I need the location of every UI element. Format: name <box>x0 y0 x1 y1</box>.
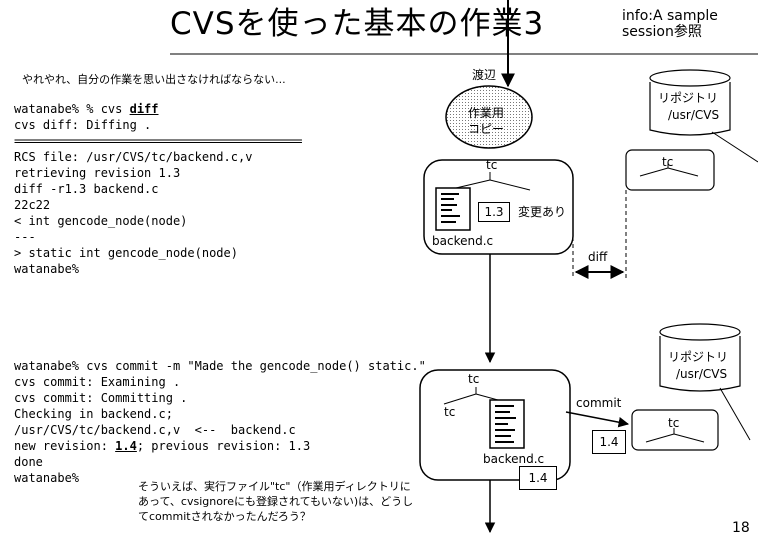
diff-line: < int gencode_node(node) <box>14 214 188 228</box>
info-line-1: info:A sample <box>622 8 718 24</box>
workcopy-label-2: コピー <box>468 122 505 136</box>
commit-revision-line: new revision: 1.4; previous revision: 1.… <box>14 438 310 454</box>
commit-line: watanabe% cvs commit -m "Made the gencod… <box>14 359 426 373</box>
question-line: あって、cvsignoreにも登録されてもいない)は、どうし <box>138 495 414 508</box>
tc-label-top: tc <box>486 158 498 172</box>
diff-line: retrieving revision 1.3 <box>14 166 181 180</box>
tc-branch-left-top <box>455 179 491 189</box>
repo-cylinder-top <box>649 82 731 136</box>
diff-label: diff <box>588 250 608 264</box>
diff-line: diff -r1.3 backend.c <box>14 182 159 196</box>
diff-command: diff <box>129 102 159 116</box>
tc-label-repo-bottom: tc <box>668 416 680 430</box>
tc-label-bottom-2: tc <box>444 405 456 419</box>
diff-line: > static int gencode_node(node) <box>14 246 238 260</box>
previous-revision: ; previous revision: 1.3 <box>136 439 311 453</box>
repo-label-bottom: リポジトリ <box>668 350 729 364</box>
question-line: そういえば、実行ファイル"tc"（作業用ディレクトリに <box>138 480 411 493</box>
tc-label-repo-top: tc <box>662 155 674 169</box>
workcopy-label-1: 作業用 <box>468 106 505 120</box>
repo-path-bottom: /usr/CVS <box>676 367 728 381</box>
repo-cylinder-bottom <box>659 336 741 392</box>
revision-badge-14-repo: 1.4 <box>592 430 626 454</box>
commit-arrow <box>565 411 630 428</box>
revision-label: new revision: <box>14 439 116 453</box>
commit-line: cvs commit: Examining . <box>14 375 181 389</box>
commit-line: watanabe% <box>14 471 80 485</box>
question-line: てcommitされなかったんだろう？ <box>138 510 311 523</box>
info-line-2: session参照 <box>622 24 702 40</box>
user-label: 渡辺 <box>472 68 497 82</box>
diff-line: RCS file: /usr/CVS/tc/backend.c,v <box>14 150 253 164</box>
repo-path-top: /usr/CVS <box>668 108 720 122</box>
tc-label-bottom: tc <box>468 372 480 386</box>
diff-line: --- <box>14 230 36 244</box>
commit-line: /usr/CVS/tc/backend.c,v <-- backend.c <box>14 423 296 437</box>
commit-line: done <box>14 455 43 469</box>
workcopy-bubble <box>445 85 533 149</box>
diff-line: ========================================… <box>14 134 302 148</box>
slide-title: CVSを使った基本の作業3 <box>170 6 545 42</box>
revision-badge-13: 1.3 <box>478 202 510 222</box>
backend-label-bottom: backend.c <box>483 452 545 466</box>
tc-branch-right-top <box>489 179 531 191</box>
revision-badge-14-local: 1.4 <box>519 466 557 490</box>
diff-line: watanabe% <box>14 262 80 276</box>
page-number: 18 <box>732 520 750 536</box>
modified-label: 変更あり <box>518 205 567 219</box>
diff-line: 22c22 <box>14 198 51 212</box>
repo-label-top: リポジトリ <box>658 91 719 105</box>
backend-label-top: backend.c <box>432 234 494 248</box>
diff-line: cvs diff: Diffing . <box>14 118 152 132</box>
repo-dir-top <box>625 149 715 191</box>
commit-line: Checking in backend.c; <box>14 407 173 421</box>
commit-label: commit <box>576 396 622 410</box>
note-top: やれやれ、自分の作業を思い出さなければならない... <box>22 73 286 86</box>
diff-prompt: watanabe% % cvs <box>14 102 130 116</box>
commit-line: cvs commit: Committing . <box>14 391 188 405</box>
diff-session: watanabe% % cvs diff <box>14 101 159 117</box>
new-revision-value: 1.4 <box>115 439 137 453</box>
